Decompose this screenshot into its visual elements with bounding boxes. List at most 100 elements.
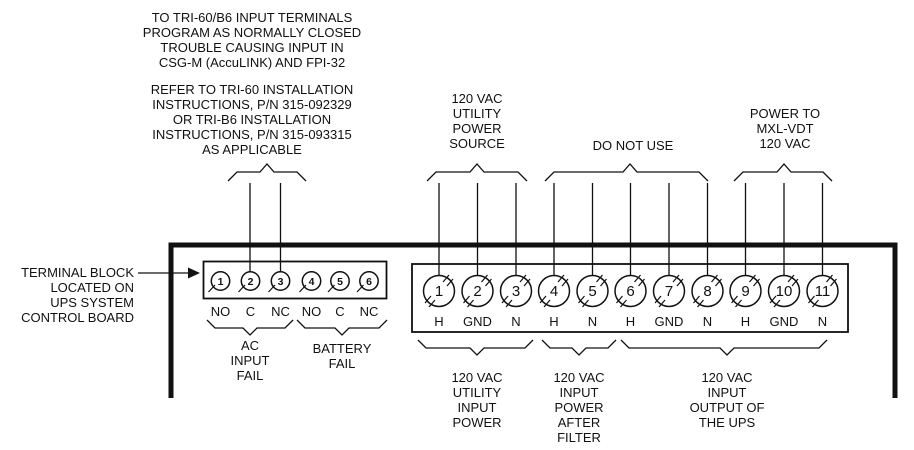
brace-input-power-after-filter (541, 339, 617, 356)
power-terminal-block: 1 2 3 4 5 6 7 8 9 10 11 H GND N H N H GN… (411, 263, 849, 333)
label-line: FAIL (237, 368, 264, 383)
power-block-outline (411, 263, 849, 333)
label-line: FILTER (557, 430, 601, 445)
brace-power-to-mxl-vdt (733, 163, 833, 182)
label-line: SOURCE (449, 136, 505, 151)
note-line: INSTRUCTIONS, P/N 315-092329 (152, 97, 351, 112)
terminal-number: 1 (218, 276, 224, 288)
terminal-signal-label: GND (770, 314, 799, 329)
note-line: UPS SYSTEM (50, 295, 134, 310)
terminal-circle (210, 271, 231, 291)
terminal-circle (691, 274, 724, 308)
terminal-number: 10 (776, 283, 793, 300)
utility-power-source-label: 120 VAC UTILITY POWER SOURCE (449, 91, 505, 151)
terminal-signal-label: NO (211, 304, 231, 319)
label-line: MXL-VDT (756, 121, 813, 136)
terminal-circle (767, 274, 801, 308)
label-line: AC (241, 338, 259, 353)
battery-fail-label: BATTERY FAIL (313, 341, 372, 371)
label-line: POWER TO (750, 106, 820, 121)
note-line: CONTROL BOARD (21, 310, 134, 325)
terminal-circle (614, 274, 647, 308)
label-line: UTILITY (453, 106, 502, 121)
terminal-circle (422, 274, 456, 308)
note-line: TO TRI-60/B6 INPUT TERMINALS (152, 10, 353, 25)
terminal-signal-label: C (246, 304, 255, 319)
terminal-number: 8 (703, 283, 711, 300)
label-line: 120 VAC (451, 91, 502, 106)
terminal-circle (301, 271, 322, 291)
note-line: REFER TO TRI-60 INSTALLATION (151, 82, 354, 97)
relay-terminal-block: 1 2 3 4 5 6 NO C NC NO C NC (202, 260, 388, 319)
label-line: INPUT (458, 400, 497, 415)
label-line: POWER (452, 415, 501, 430)
ac-input-fail-label: AC INPUT FAIL (231, 338, 270, 383)
note-line: PROGRAM AS NORMALLY CLOSED (143, 25, 361, 40)
label-line: 120 VAC (553, 370, 604, 385)
terminal-number: 4 (550, 283, 558, 300)
label-line: OUTPUT OF (690, 400, 765, 415)
terminal-number: 6 (626, 283, 634, 300)
label-line: BATTERY (313, 341, 372, 356)
terminal-number: 5 (337, 276, 343, 288)
terminal-signal-label: N (818, 314, 827, 329)
terminal-signal-label: GND (463, 314, 492, 329)
label-line: FAIL (329, 356, 356, 371)
terminal-signal-label: H (741, 314, 750, 329)
terminal-signal-label: GND (655, 314, 684, 329)
label-line: 120 VAC (759, 136, 810, 151)
power-to-mxl-vdt-label: POWER TO MXL-VDT 120 VAC (750, 106, 820, 151)
label-line: 120 VAC (701, 370, 752, 385)
screw-slot-marks (208, 284, 364, 293)
utility-input-power-label: 120 VAC UTILITY INPUT POWER (451, 370, 502, 430)
terminal-circle (537, 274, 571, 308)
terminal-signal-label: N (511, 314, 520, 329)
screw-slot-marks (424, 274, 837, 308)
terminal-circle (240, 271, 261, 291)
label-line: INPUT (708, 385, 747, 400)
terminal-number: 7 (665, 283, 673, 300)
terminal-circle (806, 274, 839, 308)
label-line: INPUT (231, 353, 270, 368)
label-line: POWER (554, 400, 603, 415)
input-power-after-filter-label: 120 VAC INPUT POWER AFTER FILTER (553, 370, 604, 445)
label-line: AFTER (558, 415, 601, 430)
label-line: 120 VAC (451, 370, 502, 385)
note-line: CSG-M (AccuLINK) AND FPI-32 (159, 55, 345, 70)
terminal-circle (576, 274, 609, 308)
terminal-number: 9 (741, 283, 749, 300)
input-output-of-ups-label: 120 VAC INPUT OUTPUT OF THE UPS (690, 370, 765, 430)
tri-inputs-note: TO TRI-60/B6 INPUT TERMINALS PROGRAM AS … (143, 10, 361, 157)
brace-tri-inputs (227, 163, 307, 182)
brace-utility-power-source (426, 163, 528, 182)
terminal-number: 6 (366, 276, 372, 288)
terminal-number: 1 (435, 283, 443, 300)
brace-battery-fail (296, 319, 388, 336)
do-not-use-label: DO NOT USE (593, 138, 674, 153)
terminal-number: 2 (248, 276, 254, 288)
power-block-wires (438, 183, 824, 276)
note-line: AS APPLICABLE (202, 142, 302, 157)
note-line: LOCATED ON (50, 280, 134, 295)
terminal-circle (499, 274, 533, 308)
brace-do-not-use (544, 163, 709, 182)
terminal-signal-label: NC (360, 304, 379, 319)
note-line: INSTRUCTIONS, P/N 315-093315 (152, 127, 351, 142)
note-line: TROUBLE CAUSING INPUT IN (160, 40, 343, 55)
label-line: POWER (452, 121, 501, 136)
pointer-arrow-head (188, 267, 200, 279)
label-line: INPUT (560, 385, 599, 400)
terminal-circle (270, 271, 291, 291)
terminal-signal-label: N (703, 314, 712, 329)
terminal-circle (461, 274, 494, 308)
brace-input-output-of-ups (620, 339, 828, 356)
brace-utility-input-power (417, 339, 534, 356)
terminal-number: 11 (815, 283, 831, 300)
note-line: TERMINAL BLOCK (21, 265, 134, 280)
terminal-block-location-note: TERMINAL BLOCK LOCATED ON UPS SYSTEM CON… (21, 265, 200, 325)
label-line: THE UPS (699, 415, 756, 430)
relay-block-outline (202, 260, 388, 300)
note-line: OR TRI-B6 INSTALLATION (173, 112, 331, 127)
terminal-number: 2 (473, 283, 481, 300)
